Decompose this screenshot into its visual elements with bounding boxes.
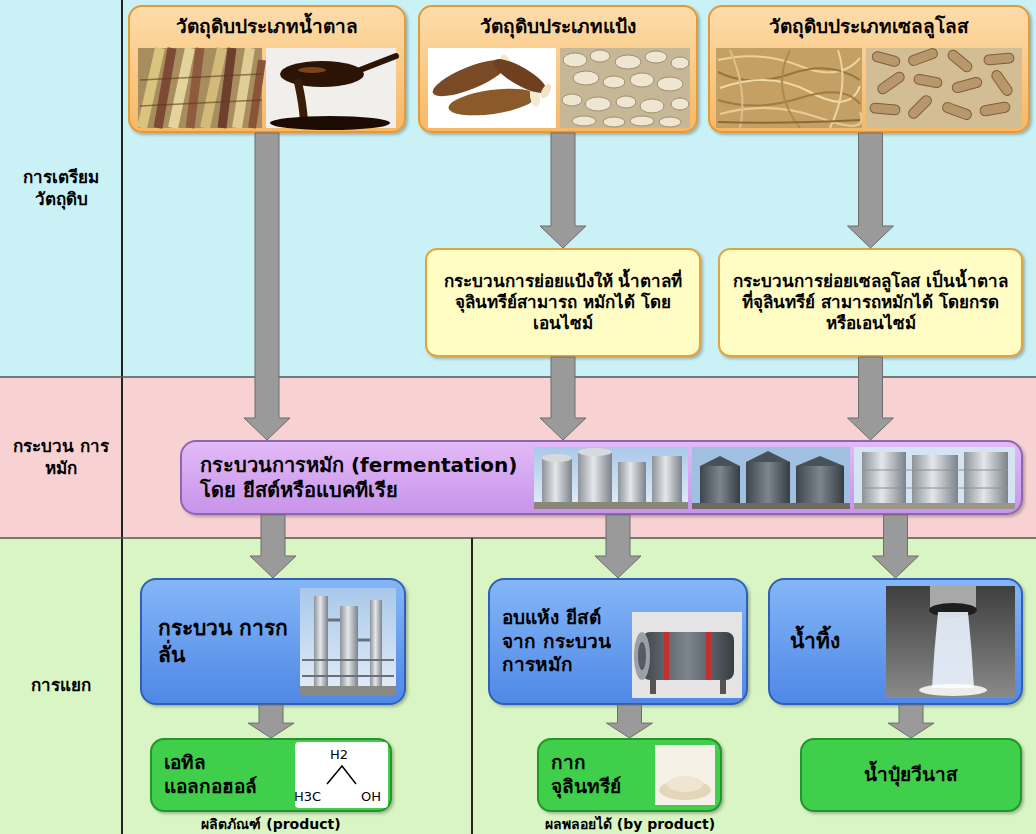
block-arrow (248, 705, 294, 738)
node-text: กาก จุลินทรีย์ (551, 751, 648, 799)
label-slot: OH (361, 786, 389, 805)
label-slot: ผลิตภัณฑ์ (product) (140, 814, 402, 833)
cassava-photo (428, 48, 556, 128)
block-arrow (607, 705, 653, 738)
block-arrow (540, 357, 586, 440)
chips-photo (560, 48, 690, 128)
node-text: น้ำปุ๋ยวีนาส (812, 763, 1010, 787)
water-photo (886, 586, 1015, 698)
label-slot: H3C (294, 786, 328, 805)
label-slot: ผลพลอยได้ (by product) (480, 814, 780, 833)
dryer-photo (632, 612, 742, 698)
row-label: การเตรียม วัตถุดิบ (4, 167, 118, 210)
formula-atom: H2 (330, 747, 348, 762)
node-text: กระบวนการหมัก (fermentation) โดย ยีสต์หร… (200, 453, 526, 503)
formula-atom: OH (361, 789, 381, 804)
node-text: วัตถุดิบประเภทแป้ง (426, 15, 690, 39)
tank-photos (534, 447, 1015, 509)
block-arrow (873, 515, 919, 578)
process-box: กระบวนการย่อยเซลลูโลส เป็นน้ำตาลที่จุลิน… (718, 248, 1023, 357)
column-rule (121, 0, 123, 834)
node-text: อบแห้ง ยีสต์จาก กระบวน การหมัก (502, 606, 626, 677)
distillation-photo (300, 588, 396, 696)
node-text: วัตถุดิบประเภทเซลลูโลส (716, 15, 1022, 39)
molasses-photo (266, 48, 396, 130)
label-slot: H2 (330, 744, 360, 763)
stage-band: การแยก กระบวน การกลั่น อบแห้ง ยีสต์จาก กระ… (0, 538, 1036, 834)
powder-photo (655, 745, 715, 805)
fibre-photo (716, 48, 862, 128)
process-box: กระบวนการย่อยแป้งให้ น้ำตาลที่จุลินทรีย์… (425, 248, 701, 357)
block-arrow (888, 705, 934, 738)
column-caption: ผลพลอยได้ (by product) (545, 816, 715, 832)
block-arrow (540, 133, 586, 248)
node-text: กระบวนการย่อยแป้งให้ น้ำตาลที่จุลินทรีย์… (437, 271, 689, 335)
block-arrow (244, 133, 290, 440)
node-text: น้ำทิ้ง (790, 628, 881, 654)
formula-drawing (295, 742, 388, 808)
block-arrow (848, 357, 894, 440)
formula-atom: H3C (294, 789, 321, 804)
block-arrow (250, 515, 296, 578)
node-text: เอทิล แอลกอฮอล์ (164, 751, 285, 799)
block-arrow (848, 133, 894, 248)
row-label: กระบวน การหมัก (4, 436, 118, 479)
sugarcane-photo (138, 48, 262, 128)
node-text: กระบวนการย่อยเซลลูโลส เป็นน้ำตาลที่จุลิน… (730, 271, 1011, 335)
node-text: กระบวน การกลั่น (158, 615, 292, 668)
node-text: วัตถุดิบประเภทน้ำตาล (136, 15, 398, 39)
column-rule (471, 538, 473, 834)
band-rule (0, 537, 1036, 539)
row-label: การแยก (4, 675, 118, 696)
pellet-photo (866, 47, 1022, 128)
column-caption: ผลิตภัณฑ์ (product) (201, 816, 340, 832)
byproduct-box: น้ำปุ๋ยวีนาส (800, 738, 1022, 812)
block-arrow (595, 515, 641, 578)
